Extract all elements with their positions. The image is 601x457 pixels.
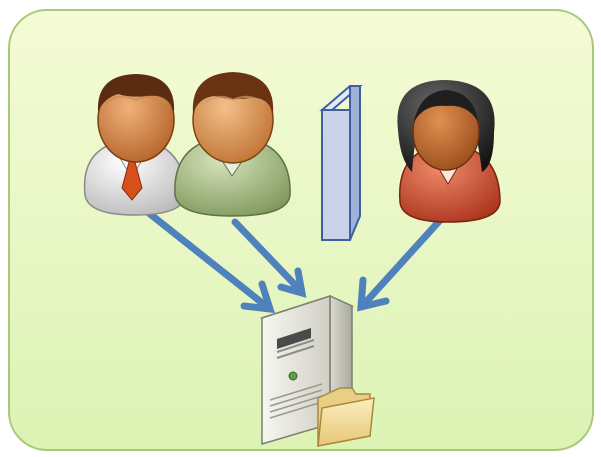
server-power-led [289, 372, 297, 380]
woman-icon [397, 80, 500, 222]
folder-icon [318, 388, 374, 446]
firewall-wall-icon [322, 86, 360, 240]
